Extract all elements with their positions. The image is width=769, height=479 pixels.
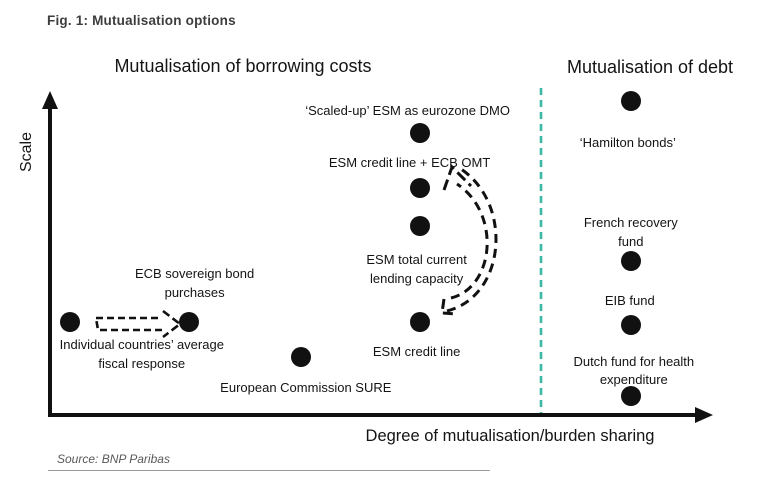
section-title-borrowing-costs: Mutualisation of borrowing costs [114, 56, 372, 76]
source-divider-line [48, 470, 490, 471]
data-point-label-esm-total-current-lending-capacity: ESM total current lending capacity [366, 252, 467, 286]
data-point-ecb-sovereign-bond-purchases [178, 312, 199, 333]
source-note: Source: BNP Paribas [57, 452, 170, 466]
y-axis-label: Scale [18, 131, 35, 173]
x-axis-arrowhead-icon [695, 407, 713, 423]
data-point-dutch-fund-health-expenditure [620, 385, 641, 406]
dashed-arrow-right-icon [94, 309, 183, 339]
data-point-label-esm-credit-line: ESM credit line [372, 344, 461, 360]
data-point-label-esm-credit-line-plus-ecb-omt: ESM credit line + ECB OMT [328, 154, 491, 170]
data-point-label-eib-fund: EIB fund [604, 293, 655, 309]
data-point-hamilton-bonds [620, 91, 641, 112]
section-title-debt: Mutualisation of debt [566, 57, 734, 77]
data-point-esm-credit-line [409, 312, 430, 333]
x-axis-label: Degree of mutualisation/burden sharing [365, 427, 655, 445]
data-point-label-dutch-fund-health-expenditure: Dutch fund for health expenditure [573, 353, 695, 388]
y-axis-arrowhead-icon [42, 91, 58, 109]
data-point-individual-fiscal-response [59, 312, 80, 333]
data-point-eib-fund [620, 315, 641, 336]
curved-dashed-arrow-up-icon [440, 164, 498, 316]
data-point-label-european-commission-sure: European Commission SURE [220, 380, 392, 396]
data-point-label-french-recovery-fund: French recovery fund [583, 215, 678, 249]
data-point-label-individual-fiscal-response: Individual countries’ average fiscal res… [59, 337, 224, 371]
data-point-scaled-up-esm-eurozone-dmo [409, 123, 430, 144]
data-point-label-scaled-up-esm-eurozone-dmo: ‘Scaled-up’ ESM as eurozone DMO [305, 103, 510, 119]
figure-title: Fig. 1: Mutualisation options [47, 13, 236, 28]
data-point-esm-credit-line-plus-ecb-omt [409, 177, 430, 198]
data-point-esm-total-current-lending-capacity [409, 216, 430, 237]
data-point-label-hamilton-bonds: ‘Hamilton bonds’ [579, 135, 676, 151]
data-point-french-recovery-fund [620, 251, 641, 272]
data-point-label-ecb-sovereign-bond-purchases: ECB sovereign bond purchases [134, 266, 255, 300]
data-point-european-commission-sure [290, 347, 311, 368]
